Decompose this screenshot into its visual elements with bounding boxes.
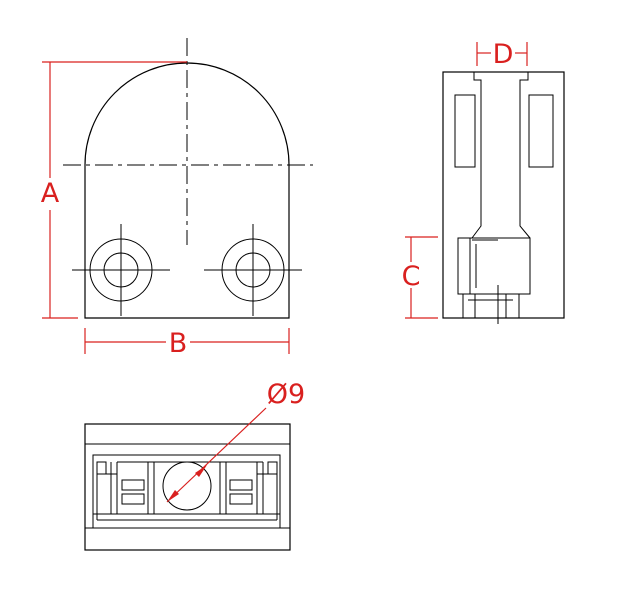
dimension-hole-label: Ø9 <box>267 379 305 410</box>
dimension-a: A <box>41 61 187 319</box>
through-hole <box>162 461 212 511</box>
side-section-view: C D <box>402 39 565 324</box>
side-outline <box>442 71 565 319</box>
dimension-c-label: C <box>402 261 421 292</box>
dimension-c: C <box>402 236 438 319</box>
right-hole <box>204 224 302 316</box>
dimension-b: B <box>84 328 290 359</box>
front-view: A B <box>41 38 313 359</box>
right-pad-pocket <box>528 94 554 168</box>
bottom-outline <box>84 423 291 551</box>
bottom-view: Ø9 <box>84 379 305 551</box>
dimension-hole: Ø9 <box>166 379 305 503</box>
left-hole <box>72 224 170 316</box>
left-pad-pocket <box>454 94 476 168</box>
dimension-d: D <box>476 39 528 70</box>
dimension-b-label: B <box>169 328 188 359</box>
clamp-block <box>457 237 531 295</box>
set-screw <box>462 293 520 319</box>
dimension-d-label: D <box>493 39 514 70</box>
front-outline <box>84 62 290 319</box>
dimension-a-label: A <box>41 178 60 209</box>
